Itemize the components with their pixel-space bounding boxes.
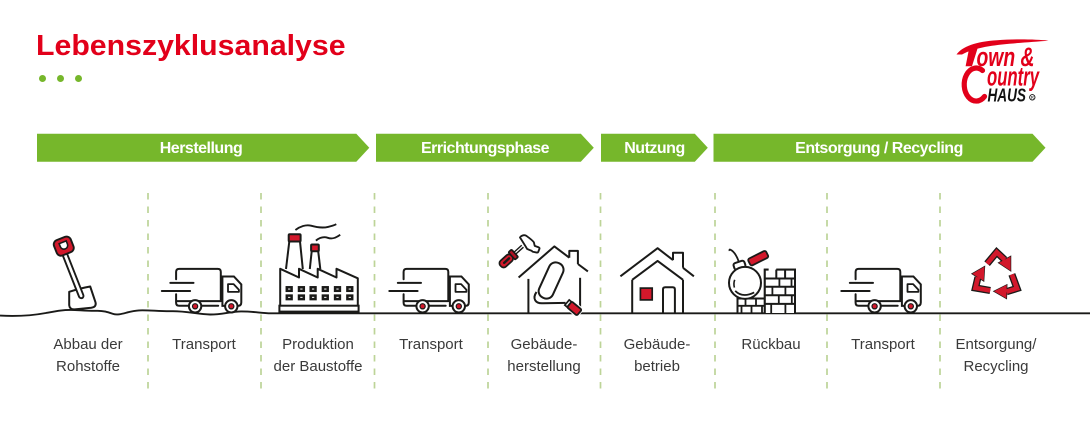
svg-text:HAUS: HAUS [988,86,1027,106]
svg-text:own &: own & [977,42,1035,72]
svg-text:R: R [1031,95,1034,100]
svg-text:ountry: ountry [987,62,1040,92]
